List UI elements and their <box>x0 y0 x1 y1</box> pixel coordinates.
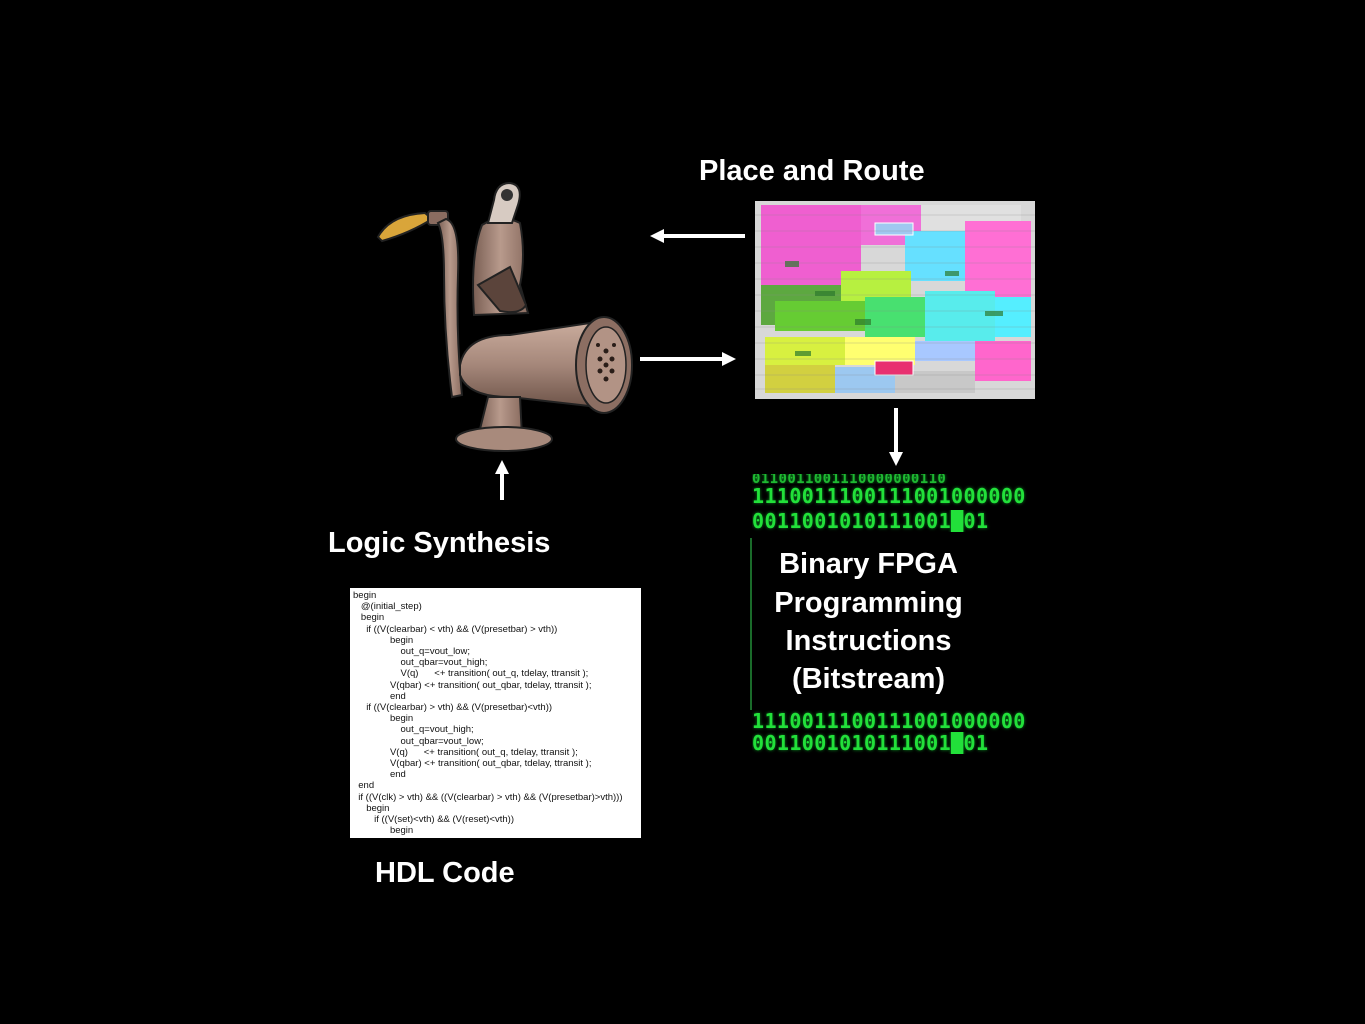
bitstream-text-panel <box>750 538 1034 710</box>
binary-row-2: 0011001010111001█01 <box>752 510 989 532</box>
hdl-code-line: begin <box>353 802 390 814</box>
hdl-code-line: end <box>353 780 375 792</box>
hdl-code-line: V(q) <+ transition( out_q, tdelay, ttran… <box>353 668 589 680</box>
hdl-code-line: begin <box>353 713 414 725</box>
fpga-layout-image <box>755 201 1035 399</box>
hdl-code-line: end <box>353 690 406 702</box>
hdl-code-image: begin @(initial_step) begin if ((V(clear… <box>350 588 641 838</box>
hdl-code-line: V(q) <+ transition( out_q, tdelay, ttran… <box>353 746 578 758</box>
place-and-route-label: Place and Route <box>699 155 925 187</box>
bitstream-line-2: Programming <box>774 587 963 619</box>
hdl-code-label: HDL Code <box>375 857 515 889</box>
hdl-code-line: out_q=vout_high; <box>353 724 474 736</box>
binary-row-1: 1110011100111001000000 <box>752 485 1026 507</box>
logic-synthesis-label: Logic Synthesis <box>328 527 551 559</box>
binary-row-partial: 0110011001110000000110 <box>752 474 947 484</box>
binary-row-4: 0011001010111001█01 <box>752 732 989 754</box>
hdl-code-line: V(qbar) <+ transition( out_qbar, tdelay,… <box>353 679 592 691</box>
hdl-code-line: V(qbar) <+ transition( out_qbar, tdelay,… <box>353 758 592 769</box>
hdl-code-line: @(initial_step) <box>353 601 422 613</box>
bitstream-line-1: Binary FPGA <box>779 548 958 580</box>
hdl-code-line: out_q=vout_low; <box>353 646 470 657</box>
arrow-down-icon <box>889 408 903 466</box>
hdl-code-line: out_qbar=vout_high; <box>353 657 488 669</box>
hdl-code-line: if ((V(set)<vth) && (V(reset)<vth)) <box>353 814 514 825</box>
hdl-code-line: begin <box>353 825 414 837</box>
hdl-code-line: begin <box>353 634 414 646</box>
arrow-up-icon <box>495 460 509 500</box>
arrow-left-icon <box>650 229 745 243</box>
arrow-right-icon <box>640 352 736 366</box>
hdl-code-line: if ((V(clk) > vth) && ((V(clearbar) > vt… <box>353 791 623 803</box>
hdl-code-line: out_qbar=vout_low; <box>353 735 484 747</box>
bitstream-line-3: Instructions <box>785 625 952 657</box>
hdl-code-line: end <box>353 769 406 781</box>
hdl-code-line: begin <box>353 612 385 624</box>
hdl-code-line: if ((V(clearbar) > vth) && (V(presetbar)… <box>353 702 553 713</box>
hdl-code-line: begin <box>353 590 377 601</box>
hdl-code-line: if ((V(clearbar) < vth) && (V(presetbar)… <box>353 623 558 635</box>
binary-row-3: 1110011100111001000000 <box>752 710 1026 732</box>
meat-grinder-icon <box>376 181 633 452</box>
bitstream-line-4: (Bitstream) <box>791 663 946 695</box>
